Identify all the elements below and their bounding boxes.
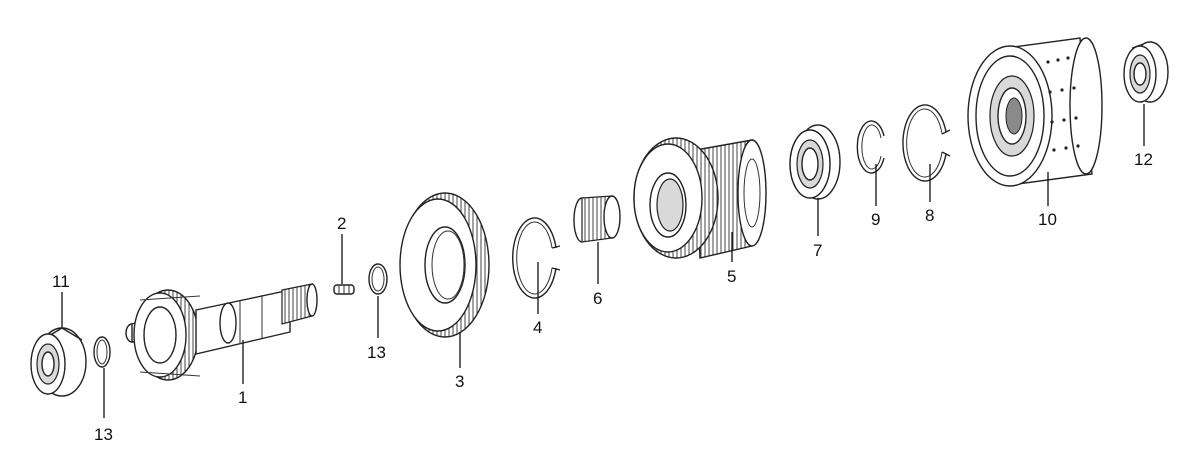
part-8-snap-ring [902,104,951,182]
part-10-drum-housing [967,37,1103,187]
part-3-gear [399,192,490,338]
callout-11: 11 [52,272,70,291]
leader-lines [61,104,1145,418]
callout-5: 5 [727,267,736,286]
part-4-snap-ring [511,217,561,299]
callout-labels: 11 13 1 2 13 3 4 6 5 7 9 8 10 12 [52,150,1153,444]
callout-3: 3 [455,372,464,391]
part-1-input-shaft [125,283,318,381]
part-5-gear-hub [633,137,767,259]
callout-9: 9 [871,210,880,229]
part-2-pin [333,284,355,295]
part-9-snap-ring [856,120,885,174]
callout-10: 10 [1038,210,1057,229]
part-11-bearing [30,327,87,397]
callout-13-left: 13 [94,425,113,444]
callout-2: 2 [337,214,346,233]
callout-7: 7 [813,241,822,260]
callout-6: 6 [593,289,602,308]
part-12-bearing [1123,41,1169,103]
callout-4: 4 [533,318,542,337]
callout-12: 12 [1134,150,1153,169]
callout-1: 1 [238,388,247,407]
callout-13-middle: 13 [367,343,386,362]
part-7-bearing [789,124,841,200]
part-13-snap-ring-left [93,336,111,368]
part-6-needle-bearing [573,195,621,243]
callout-8: 8 [925,206,934,225]
part-13-snap-ring-middle [368,263,388,295]
